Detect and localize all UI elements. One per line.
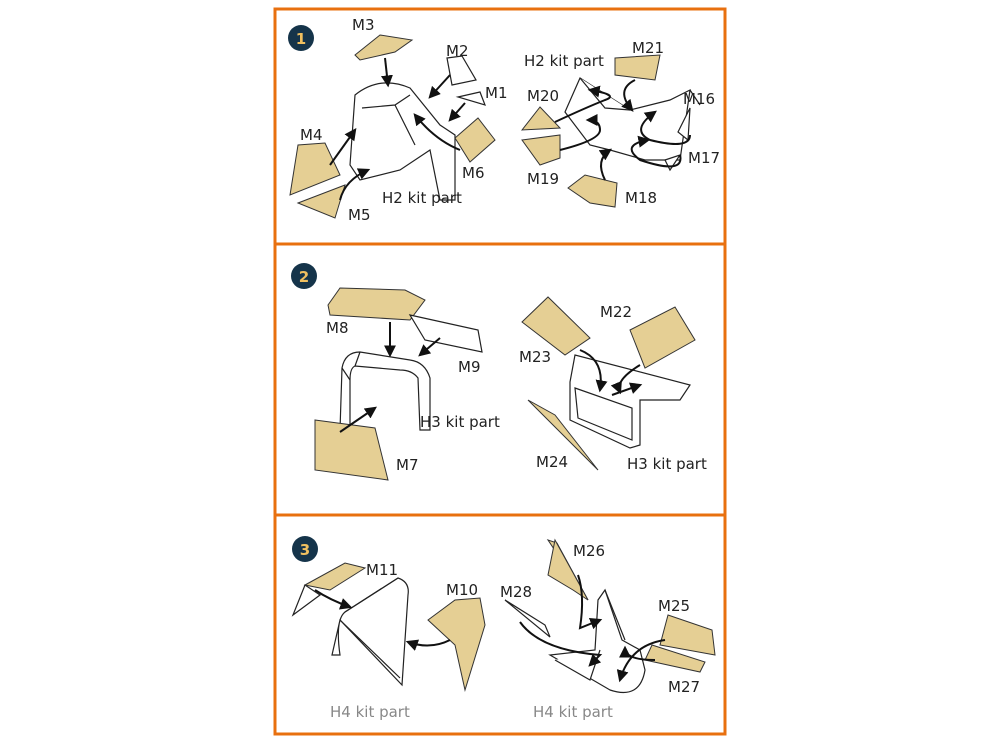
mask-m28 [504, 599, 551, 638]
label-m27: M27 [668, 678, 700, 696]
mask-m25 [659, 614, 716, 656]
step-1-badge: 1 [288, 25, 314, 51]
kit-part-label: H3 kit part [627, 455, 707, 473]
step-3-panel [273, 513, 727, 736]
mask-m23 [521, 296, 591, 356]
mask-m16 [677, 107, 691, 142]
label-m10: M10 [446, 581, 478, 599]
mask-m3 [354, 34, 414, 61]
kit-part-label: H3 kit part [420, 413, 500, 431]
h3-kit-part-right [569, 354, 691, 449]
mask-m20 [520, 106, 562, 131]
label-m18: M18 [625, 189, 657, 207]
label-m7: M7 [396, 456, 419, 474]
label-m23: M23 [519, 348, 551, 366]
mask-m22 [629, 306, 696, 369]
mask-m2 [446, 55, 477, 86]
h3-kit-part-left [339, 351, 431, 431]
mask-m19 [521, 134, 561, 166]
mask-m26-body [547, 538, 589, 601]
label-m24: M24 [536, 453, 568, 471]
mask-m1 [455, 91, 486, 106]
mask-m8 [327, 287, 426, 321]
h4-kit-part-left [291, 577, 409, 687]
step-number: 2 [299, 268, 309, 286]
label-m28: M28 [500, 583, 532, 601]
label-m4: M4 [300, 126, 323, 144]
kit-part-label: H4 kit part [533, 703, 613, 721]
mask-m6 [454, 117, 496, 163]
label-m25: M25 [658, 597, 690, 615]
kit-part-label: H4 kit part [330, 703, 410, 721]
label-m6: M6 [462, 164, 485, 182]
kit-part-label: H2 kit part [382, 189, 462, 207]
step-3-badge: 3 [292, 536, 318, 562]
kit-part-label: H2 kit part [524, 52, 604, 70]
label-m8: M8 [326, 319, 349, 337]
label-m11: M11 [366, 561, 398, 579]
label-m3: M3 [352, 16, 375, 34]
h2-kit-part-left [349, 82, 456, 201]
label-m9: M9 [458, 358, 481, 376]
label-m20: M20 [527, 87, 559, 105]
label-m2: M2 [446, 42, 469, 60]
mask-m18 [567, 174, 618, 208]
label-m16: M16 [683, 90, 715, 108]
mask-m21 [614, 54, 661, 81]
mask-m11 [303, 562, 367, 591]
step-number: 3 [300, 541, 310, 559]
label-m5: M5 [348, 206, 371, 224]
label-m22: M22 [600, 303, 632, 321]
label-m17: M17 [688, 149, 720, 167]
mask-m5 [296, 184, 346, 219]
step-number: 1 [296, 30, 306, 48]
label-m19: M19 [527, 170, 559, 188]
h4-kit-part-right [548, 588, 646, 694]
mask-m27 [644, 644, 706, 673]
label-m21: M21 [632, 39, 664, 57]
mask-m10 [427, 597, 486, 692]
mask-m4 [289, 142, 341, 196]
mask-m7 [314, 419, 389, 481]
label-m26: M26 [573, 542, 605, 560]
mask-m9 [408, 314, 483, 353]
step-2-badge: 2 [291, 263, 317, 289]
mask-m24 [527, 399, 599, 471]
label-m1: M1 [485, 84, 508, 102]
